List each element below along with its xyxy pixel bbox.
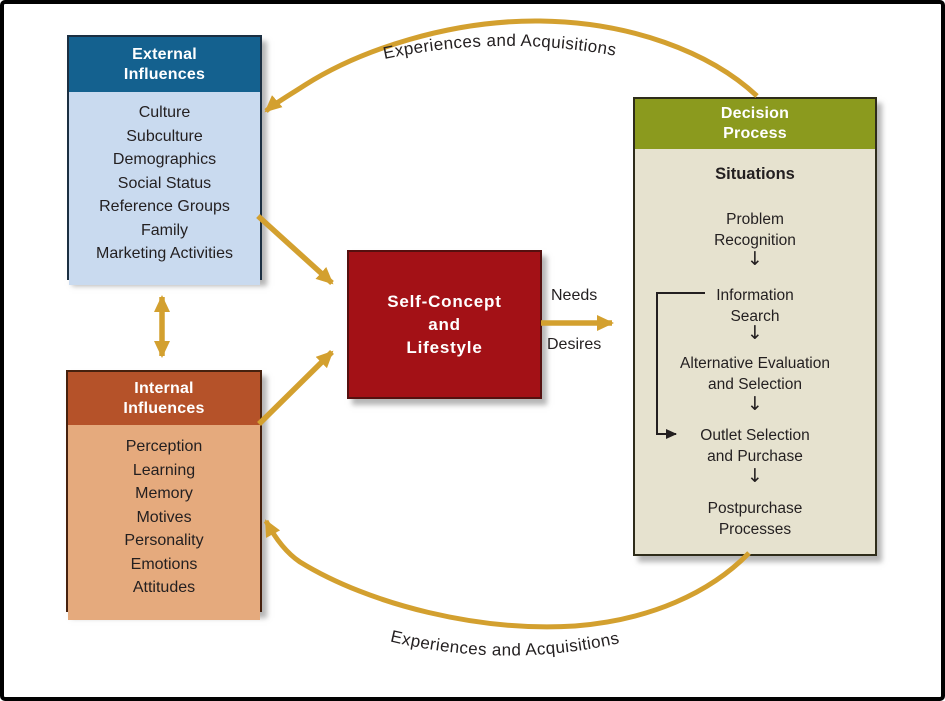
step-line: Postpurchase	[707, 500, 803, 517]
decision-process-flow: Situations Problem Recognition ↓ Informa…	[635, 149, 875, 554]
step-alternative-evaluation: Alternative Evaluation and Selection	[635, 353, 875, 395]
decision-title-line2: Process	[723, 125, 787, 142]
internal-influences-header: Internal Influences	[68, 372, 260, 425]
step-line: and Purchase	[707, 448, 803, 465]
bottom-arc-label-text: Experiences and Acquisitions	[389, 627, 621, 660]
list-item: Subculture	[126, 127, 203, 145]
list-item: Demographics	[112, 151, 217, 168]
list-item: Attitudes	[132, 579, 196, 596]
bottom-arc-label: Experiences and Acquisitions	[389, 627, 621, 660]
list-item: Family	[140, 221, 189, 239]
list-item: Emotions	[130, 555, 198, 573]
internal-title-line1: Internal	[134, 379, 194, 397]
step-postpurchase-processes: Postpurchase Processes	[635, 498, 875, 540]
internal-to-self-arrow	[257, 350, 334, 426]
step-information-search: Information Search	[635, 285, 875, 327]
step-line: Processes	[718, 521, 792, 538]
decision-title-line1: Decision	[720, 105, 790, 122]
list-item: Memory	[135, 485, 193, 502]
external-title-line1: External	[132, 45, 197, 63]
desires-label: Desires	[547, 336, 602, 353]
step-line: Search	[730, 308, 780, 325]
external-title-line2: Influences	[123, 65, 206, 83]
down-arrow-icon: ↓	[747, 465, 763, 487]
self-concept-lifestyle-box: Self-Concept and Lifestyle	[347, 250, 542, 399]
self-concept-line2: and	[428, 315, 461, 334]
step-line: Problem	[726, 211, 784, 228]
list-item: Reference Groups	[99, 198, 230, 215]
external-influences-list: Culture Subculture Demographics Social S…	[69, 92, 260, 285]
list-item: Perception	[125, 438, 203, 455]
step-line: and Selection	[708, 376, 802, 393]
step-line: Alternative Evaluation	[680, 355, 830, 372]
step-outlet-selection: Outlet Selection and Purchase	[635, 425, 875, 467]
list-item: Social Status	[117, 174, 212, 192]
top-arc-label: Experiences and Acquisitions	[381, 31, 617, 63]
self-concept-line1: Self-Concept	[387, 292, 502, 311]
step-problem-recognition: Problem Recognition	[635, 209, 875, 251]
list-item: Learning	[132, 461, 196, 479]
needs-label: Needs	[551, 287, 598, 304]
internal-title-line2: Influences	[123, 399, 205, 417]
step-line: Recognition	[714, 232, 796, 249]
self-concept-line3: Lifestyle	[406, 338, 483, 357]
list-item: Personality	[124, 532, 204, 549]
external-to-self-arrow	[256, 213, 334, 286]
step-line: Outlet Selection	[700, 427, 810, 444]
external-influences-box: External Influences Culture Subculture D…	[67, 35, 262, 285]
decision-process-box: Decision Process Situations Problem Reco…	[633, 97, 877, 556]
step-line: Information	[716, 287, 794, 304]
list-item: Marketing Activities	[96, 245, 233, 262]
down-arrow-icon: ↓	[747, 393, 763, 415]
down-arrow-icon: ↓	[747, 322, 763, 344]
list-item: Culture	[138, 104, 191, 121]
external-influences-header: External Influences	[69, 37, 260, 92]
top-arc-label-text: Experiences and Acquisitions	[381, 31, 618, 63]
situations-label: Situations	[715, 165, 795, 183]
internal-influences-box: Internal Influences Perception Learning …	[66, 370, 262, 620]
decision-process-header: Decision Process	[635, 99, 875, 149]
down-arrow-icon: ↓	[747, 248, 763, 270]
list-item: Motives	[136, 508, 192, 526]
internal-influences-list: Perception Learning Memory Motives Perso…	[68, 425, 260, 620]
